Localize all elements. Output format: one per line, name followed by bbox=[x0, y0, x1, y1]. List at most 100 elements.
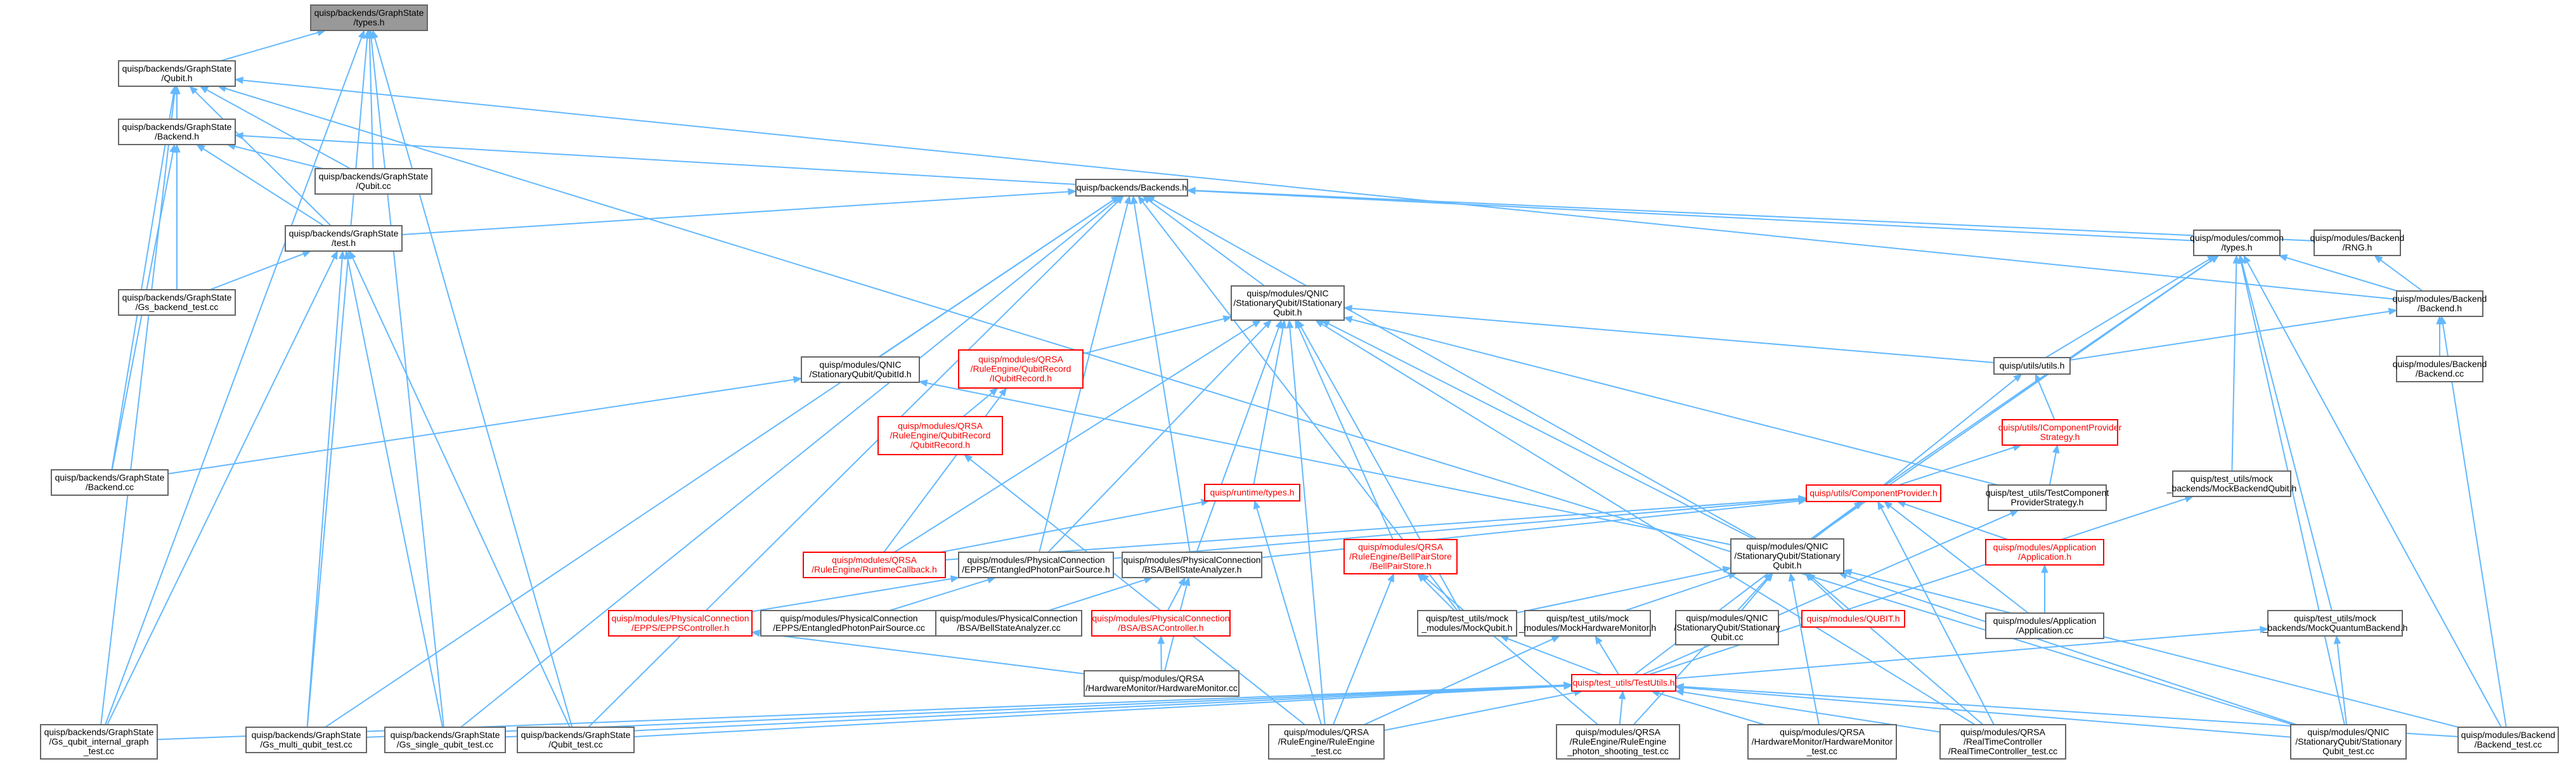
arrowhead-icon bbox=[1563, 682, 1573, 690]
node-label: quisp/modules/QRSA bbox=[1358, 542, 1444, 552]
arrowhead-icon bbox=[1253, 500, 1260, 510]
graph-node-epps-source-h[interactable]: quisp/modules/PhysicalConnection/EPPS/En… bbox=[958, 552, 1114, 578]
graph-node-bsa-cc[interactable]: quisp/modules/PhysicalConnection/BSA/Bel… bbox=[935, 610, 1082, 637]
graph-node-qubit-cc[interactable]: quisp/backends/GraphState/Qubit.cc bbox=[314, 168, 432, 195]
graph-node-backend-h[interactable]: quisp/backends/GraphState/Backend.h bbox=[118, 119, 236, 145]
node-box bbox=[1122, 552, 1262, 578]
graph-node-bsa-h[interactable]: quisp/modules/PhysicalConnection/BSA/Bel… bbox=[1122, 552, 1262, 578]
graph-node-gs-internal-graph[interactable]: quisp/backends/GraphState/Gs_qubit_inter… bbox=[40, 724, 158, 760]
edge-line bbox=[1904, 503, 2009, 540]
graph-node-rule-engine-test[interactable]: quisp/modules/QRSA/RuleEngine/RuleEngine… bbox=[1268, 724, 1385, 760]
node-label: quisp/backends/GraphState bbox=[44, 727, 154, 737]
arrowhead-icon bbox=[1788, 572, 1796, 582]
graph-node-hw-monitor-cc[interactable]: quisp/modules/QRSA/HardwareMonitor/Hardw… bbox=[1084, 670, 1239, 697]
graph-node-test-h[interactable]: quisp/backends/GraphState/test.h bbox=[285, 225, 403, 252]
node-label: /RuleEngine/RuleEngine bbox=[1570, 737, 1667, 747]
edge-line bbox=[1648, 498, 2186, 675]
graph-node-gs-backend-test[interactable]: quisp/backends/GraphState/Gs_backend_tes… bbox=[118, 289, 236, 316]
graph-node-comp-provider[interactable]: quisp/utils/ComponentProvider.h bbox=[1806, 484, 1941, 502]
graph-node-mock-qubit[interactable]: quisp/test_utils/mock_modules/MockQubit.… bbox=[1417, 610, 1517, 637]
graph-node-backends-h[interactable]: quisp/backends/Backends.h bbox=[1075, 179, 1188, 197]
dependency-edge-rule_engine_test-to-bellpair_store bbox=[1332, 573, 1394, 725]
arrowhead-icon bbox=[1674, 683, 1684, 690]
graph-node-mock-hw-monitor[interactable]: quisp/test_utils/mock_modules/MockHardwa… bbox=[1518, 610, 1656, 637]
edge-line bbox=[1683, 687, 2291, 738]
graph-node-gs-qubit-test[interactable]: quisp/backends/GraphState/Qubit_test.cc bbox=[517, 727, 635, 753]
node-label: /StationaryQubit/QubitId.h bbox=[809, 369, 911, 379]
graph-node-gs-single[interactable]: quisp/backends/GraphState/Gs_single_qubi… bbox=[384, 727, 506, 753]
node-box bbox=[1075, 179, 1188, 197]
node-box bbox=[1747, 724, 1897, 760]
edge-line bbox=[1253, 327, 1284, 485]
node-label: quisp/test_utils/mock bbox=[2191, 474, 2274, 484]
dependency-edge-stat_qubit_test-to-mock_qt_backend bbox=[2333, 635, 2347, 725]
graph-node-application-h[interactable]: quisp/modules/Application/Application.h bbox=[1985, 539, 2104, 566]
graph-node-rt-controller-test[interactable]: quisp/modules/QRSA/RealTimeController/Re… bbox=[1939, 724, 2066, 760]
node-label: /Qubit_test.cc bbox=[548, 739, 603, 749]
dependency-edge-runtime_types-to-istat_qubit bbox=[1253, 319, 1287, 485]
graph-node-gs-multi[interactable]: quisp/backends/GraphState/Gs_multi_qubit… bbox=[245, 727, 367, 753]
graph-node-photon-test[interactable]: quisp/modules/QRSA/RuleEngine/RuleEngine… bbox=[1556, 724, 1680, 760]
graph-node-istat-qubit[interactable]: quisp/modules/QNIC/StationaryQubit/IStat… bbox=[1231, 285, 1345, 321]
graph-node-utils-h[interactable]: quisp/utils/utils.h bbox=[1993, 357, 2071, 375]
edge-line bbox=[2336, 643, 2347, 725]
graph-node-qubit-h[interactable]: quisp/backends/GraphState/Qubit.h bbox=[118, 60, 236, 87]
graph-node-test-utils[interactable]: quisp/test_utils/TestUtils.h bbox=[1571, 674, 1676, 692]
dependency-edge-mod_backend_h-to-common_types bbox=[2278, 254, 2398, 292]
node-label: quisp/modules/QRSA bbox=[1284, 727, 1369, 737]
graph-node-runtime-types[interactable]: quisp/runtime/types.h bbox=[1204, 484, 1300, 502]
edge-line bbox=[1898, 446, 2014, 486]
arrowhead-icon bbox=[1343, 316, 1353, 323]
edge-line bbox=[588, 200, 1119, 728]
edge-line bbox=[1364, 638, 1553, 725]
node-label: _test.cc bbox=[1311, 746, 1342, 756]
graph-node-epps-controller[interactable]: quisp/modules/PhysicalConnection/EPPS/EP… bbox=[608, 610, 753, 637]
edge-line bbox=[1507, 638, 1603, 675]
graph-node-application-cc[interactable]: quisp/modules/Application/Application.cc bbox=[1985, 612, 2104, 639]
graph-node-iqubit-record[interactable]: quisp/modules/QRSA/RuleEngine/QubitRecor… bbox=[958, 349, 1084, 389]
graph-node-backend-cc[interactable]: quisp/backends/GraphState/Backend.cc bbox=[51, 469, 169, 496]
graph-node-rng-h[interactable]: quisp/modules/Backend/RNG.h bbox=[2310, 230, 2405, 256]
edge-line bbox=[1740, 578, 1769, 611]
graph-node-qubit-record[interactable]: quisp/modules/QRSA/RuleEngine/QubitRecor… bbox=[877, 416, 1003, 455]
node-box bbox=[1524, 610, 1651, 637]
graph-node-mod-backend-test[interactable]: quisp/modules/Backend/Backend_test.cc bbox=[2457, 727, 2559, 753]
edge-line bbox=[225, 87, 2293, 725]
graph-node-hw-monitor-test[interactable]: quisp/modules/QRSA/HardwareMonitor/Hardw… bbox=[1747, 724, 1897, 760]
dependency-edge-epps_source_h-to-istat_qubit bbox=[1047, 320, 1272, 553]
dependency-edge-test_h-to-qubit_h bbox=[189, 86, 332, 226]
graph-node-bsa-controller[interactable]: quisp/modules/PhysicalConnection/BSA/BSA… bbox=[1091, 610, 1231, 637]
graph-node-runtime-callback[interactable]: quisp/modules/QRSA/RuleEngine/RuntimeCal… bbox=[803, 552, 946, 578]
arrowhead-icon bbox=[793, 376, 803, 384]
edge-line bbox=[1328, 323, 1754, 540]
edge-line bbox=[242, 79, 2397, 301]
dependency-edge-epps_source_cc-to-epps_source_h bbox=[889, 576, 997, 611]
graph-node-stat-qubit-cc[interactable]: quisp/modules/QNIC/StationaryQubit/Stati… bbox=[1674, 610, 1780, 645]
graph-node-epps-source-cc[interactable]: quisp/modules/PhysicalConnection/EPPS/En… bbox=[760, 610, 938, 637]
arrowhead-icon bbox=[338, 250, 346, 259]
edge-line bbox=[306, 37, 368, 728]
graph-node-common-types[interactable]: quisp/modules/common/types.h bbox=[2190, 230, 2284, 256]
node-label: quisp/modules/QNIC bbox=[1246, 288, 1328, 299]
graph-node-bellpair-store[interactable]: quisp/modules/QRSA/RuleEngine/BellPairSt… bbox=[1343, 539, 1458, 574]
edge-line bbox=[1659, 692, 1765, 725]
arrowhead-icon bbox=[2232, 254, 2241, 264]
node-label: /QubitRecord.h bbox=[910, 440, 970, 450]
graph-node-mock-backend-qubit[interactable]: quisp/test_utils/mock_backends/MockBacke… bbox=[2166, 470, 2297, 497]
graph-node-qubit-h-red[interactable]: quisp/modules/QUBIT.h bbox=[1801, 610, 1905, 628]
graph-node-mod-backend-h[interactable]: quisp/modules/Backend/Backend.h bbox=[2393, 290, 2487, 317]
arrowhead-icon bbox=[1314, 320, 1324, 328]
graph-node-qubit-id[interactable]: quisp/modules/QNIC/StationaryQubit/Qubit… bbox=[801, 356, 920, 383]
dependency-edge-test_utils-to-mock_hw_monitor bbox=[1595, 635, 1619, 675]
graph-node-test-comp-strategy[interactable]: quisp/test_utils/TestComponentProviderSt… bbox=[1986, 484, 2109, 511]
graph-node-mod-backend-cc[interactable]: quisp/modules/Backend/Backend.cc bbox=[2393, 356, 2487, 382]
graph-node-stat-qubit-h[interactable]: quisp/modules/QNIC/StationaryQubit/Stati… bbox=[1730, 538, 1844, 574]
graph-node-types-h[interactable]: quisp/backends/GraphState/types.h bbox=[310, 4, 428, 31]
graph-node-mock-qt-backend[interactable]: quisp/test_utils/mock_backends/MockQuant… bbox=[2262, 610, 2408, 637]
arrowhead-icon bbox=[302, 250, 312, 257]
arrowhead-icon bbox=[1252, 320, 1262, 328]
graph-node-stat-qubit-test[interactable]: quisp/modules/QNIC/StationaryQubit/Stati… bbox=[2290, 724, 2407, 760]
node-label: /RuleEngine/QubitRecord bbox=[890, 431, 991, 441]
dependency-edge-qubit_record-to-iqubit_record bbox=[962, 387, 999, 417]
